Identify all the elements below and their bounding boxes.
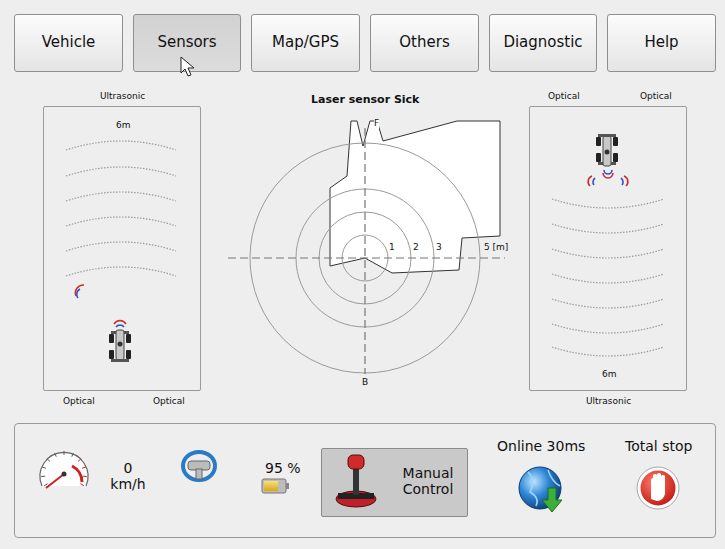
robot-car bbox=[109, 330, 131, 362]
joystick-icon bbox=[326, 449, 386, 516]
gauge-tick bbox=[42, 467, 46, 468]
wave-arc bbox=[66, 192, 176, 201]
gauge-tick bbox=[82, 467, 86, 468]
panel-label: Ultrasonic bbox=[586, 396, 631, 406]
tab-button: Help bbox=[607, 14, 716, 72]
tab-label: Map/GPS bbox=[272, 34, 339, 51]
gauge-tick bbox=[72, 453, 74, 457]
axis-label: B bbox=[362, 378, 368, 388]
steering-wheel-icon bbox=[183, 452, 215, 480]
panel-label: Ultrasonic bbox=[100, 91, 145, 101]
online-globe-icon bbox=[519, 467, 562, 512]
tab-button: Sensors bbox=[133, 14, 241, 72]
gauge-tick bbox=[83, 476, 87, 477]
range-label: 5 [m] bbox=[484, 243, 508, 253]
wave-arc bbox=[66, 141, 176, 150]
wave-arc bbox=[552, 199, 664, 208]
status-text: Total stop bbox=[625, 438, 692, 454]
panel-label: Optical bbox=[548, 91, 580, 101]
gauge-tick bbox=[47, 459, 50, 462]
panel-label: Optical bbox=[153, 396, 185, 406]
wave-arc bbox=[66, 242, 176, 251]
panel-label: Optical bbox=[640, 91, 672, 101]
tab-label: Diagnostic bbox=[503, 34, 582, 51]
sensor-panel: Ultrasonic6mOpticalOptical bbox=[43, 106, 201, 391]
gauge-tick bbox=[44, 484, 47, 486]
tab-label: Others bbox=[399, 34, 449, 51]
wave-arc bbox=[552, 249, 664, 258]
wave-arc bbox=[552, 224, 664, 233]
wave-arc bbox=[66, 167, 176, 176]
panel-label: 6m bbox=[602, 369, 617, 379]
gauge-tick bbox=[41, 476, 45, 477]
range-label: 2 bbox=[413, 243, 419, 253]
status-bar: Manual Control 0 km/h 95 % Online 30ms Total… bbox=[14, 423, 716, 538]
wave-arc bbox=[66, 267, 176, 276]
wave-arc bbox=[552, 324, 664, 333]
tab-button: Map/GPS bbox=[251, 14, 360, 72]
tab-label: Sensors bbox=[157, 34, 216, 51]
tab-button: Others bbox=[370, 14, 479, 72]
wave-arc bbox=[66, 217, 176, 226]
panel-label: Optical bbox=[63, 396, 95, 406]
detection-mark bbox=[75, 170, 627, 327]
sensor-panel: OpticalOptical6mUltrasonic bbox=[529, 106, 687, 391]
speedometer-icon bbox=[40, 451, 88, 488]
gauge-tick bbox=[64, 451, 65, 455]
wave-arc bbox=[552, 299, 664, 308]
gauge-tick bbox=[55, 453, 57, 457]
status-text: Online 30ms bbox=[497, 438, 585, 454]
tab-label: Help bbox=[644, 34, 678, 51]
range-label: 3 bbox=[436, 243, 442, 253]
ultrasonic-waves bbox=[66, 141, 664, 356]
section-title: Laser sensor Sick bbox=[311, 94, 419, 106]
vehicle-icon bbox=[109, 134, 618, 362]
panel-label: 6m bbox=[116, 120, 131, 130]
laser-scan bbox=[228, 121, 505, 374]
tab-button: Vehicle bbox=[14, 14, 123, 72]
battery-icon bbox=[262, 479, 289, 493]
total-stop-icon bbox=[637, 467, 679, 509]
mouse-cursor bbox=[181, 57, 194, 76]
wave-arc bbox=[552, 347, 664, 356]
status-text: Manual Control bbox=[391, 465, 465, 497]
status-text: 0 km/h bbox=[108, 460, 148, 492]
gauge-tick bbox=[78, 459, 81, 462]
wave-arc bbox=[552, 274, 664, 283]
axis-label: F bbox=[374, 119, 379, 129]
range-label: 1 bbox=[389, 243, 395, 253]
tab-button: Diagnostic bbox=[489, 14, 597, 72]
gauge-tick bbox=[80, 484, 83, 486]
status-text: 95 % bbox=[265, 460, 301, 476]
tab-label: Vehicle bbox=[42, 34, 96, 51]
control-button: Manual Control bbox=[321, 448, 468, 517]
robot-car bbox=[596, 134, 618, 166]
